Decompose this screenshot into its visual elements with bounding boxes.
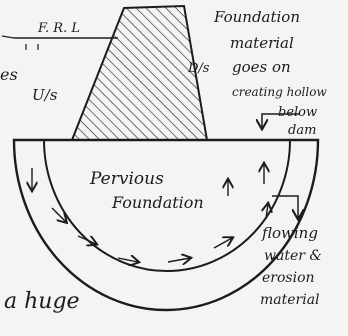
foundation-inner-boundary (43, 139, 291, 273)
pointer-arrow-icon (272, 195, 298, 218)
seepage-arrow-icon (213, 238, 232, 249)
seepage-arrow-icon (266, 204, 268, 219)
creating-hollow-label: creating hollow (232, 85, 327, 99)
pervious-label: Pervious (89, 169, 164, 189)
foundation-title: Foundation (213, 8, 300, 26)
a-huge-label: a huge (4, 289, 80, 314)
water-label: water & (264, 248, 322, 264)
downstream-label: D/s (187, 61, 210, 76)
es-fragment-label: es (0, 65, 18, 84)
foundation-outer-boundary (12, 138, 320, 312)
goes-on-label: goes on (232, 58, 291, 76)
erosion-label: erosion (262, 270, 315, 286)
seepage-arrow-icon (117, 258, 138, 262)
upstream-label: U/s (32, 86, 58, 104)
leader-line (1, 35, 15, 39)
pointer-arrow-icon (262, 113, 300, 128)
dam-body (70, 4, 209, 141)
pervious-foundation-label: Foundation (111, 193, 204, 212)
seepage-arrow-icon (77, 235, 96, 244)
material-label: material (230, 34, 294, 52)
seepage-arrow-icon (167, 258, 190, 262)
seepage-arrow-icon (51, 207, 66, 222)
material-label-lower: material (260, 292, 320, 308)
below-label: below (278, 105, 317, 120)
seepage-arrows (32, 164, 268, 262)
dam-label: dam (288, 123, 316, 138)
frl-label: F. R. L (37, 21, 80, 36)
flowing-label: flowing (261, 224, 318, 242)
